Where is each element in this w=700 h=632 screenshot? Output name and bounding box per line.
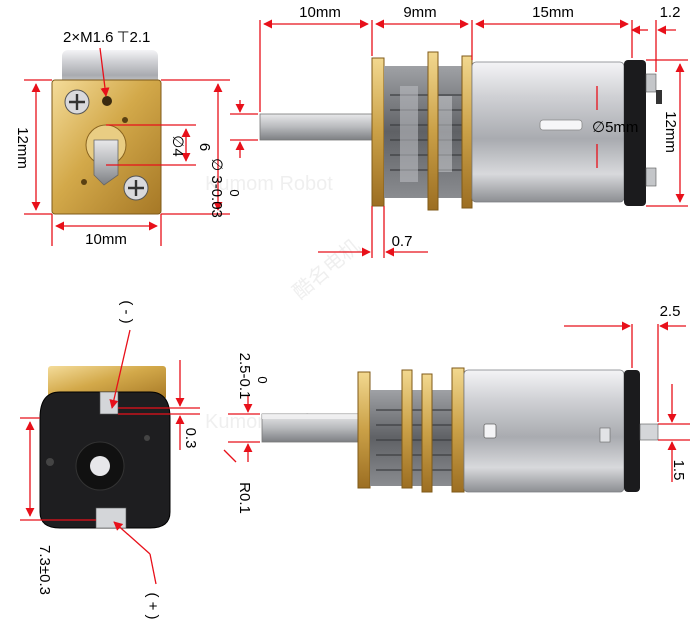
motor-length-label: 15mm: [532, 4, 574, 21]
flat-label: 2.5-0.1: [236, 353, 253, 400]
middle-plate: [427, 51, 439, 211]
boss-diameter-label: ∅4: [169, 135, 186, 156]
end-height-label-bottom: 7.3±0.3: [36, 545, 53, 595]
can-slot: [539, 119, 583, 131]
screw-cross: [69, 94, 85, 110]
terminal-plus: [95, 507, 127, 529]
screw-spec-label: 2×M1.6⊤2.1: [63, 29, 150, 46]
bottom-end-view: ( - ) ( + ) 0.3 7.3±0.3: [20, 300, 200, 620]
top-end-view: 2×M1.6⊤2.1 12mm 10mm ∅4 6: [14, 29, 230, 248]
end-length-label: 1.2: [660, 4, 681, 21]
offset-label: 6: [196, 143, 213, 151]
output-shaft: [259, 113, 373, 141]
radius-label: R0.1: [236, 482, 253, 514]
front-flange: [371, 57, 385, 207]
gear-train-bottom: [370, 390, 460, 486]
shaft-tolerance-label: ∅ 3-0.03: [208, 158, 225, 218]
terminal-bottom: [639, 423, 659, 441]
threaded-hole: [102, 96, 112, 106]
top-side-view: 10mm 9mm 15mm 1.2 12mm ∅5mm 0 ∅ 3-0.03: [208, 4, 688, 258]
terminal: [645, 167, 657, 187]
shaft-length-label: 10mm: [299, 4, 341, 21]
flange-thickness-label: 0.7: [392, 233, 413, 250]
end-width-label: 10mm: [85, 231, 127, 248]
shaft-tol-upper: 0: [227, 189, 242, 196]
front-flange-bottom: [357, 371, 371, 489]
gearbox-length-label: 9mm: [403, 4, 436, 21]
gear-train: [384, 66, 468, 198]
bearing-center: [90, 456, 110, 476]
watermark-text-top: Kumom Robot: [205, 173, 333, 195]
motor-diameter-label: ∅5mm: [592, 119, 638, 136]
watermark: Kumom Robot Kumom Robot 酷名电机: [205, 173, 364, 433]
end-cap-bottom: [624, 370, 640, 492]
terminal-length-label: 2.5: [660, 303, 681, 320]
plus-terminal-label: ( + ): [144, 592, 161, 619]
shaft-end: [93, 139, 119, 186]
end-height-label: 12mm: [14, 127, 31, 169]
flat-tol-upper: 0: [255, 376, 270, 383]
rear-plate: [461, 55, 473, 209]
motor-height-label: 12mm: [662, 111, 679, 153]
bottom-side-view: 0 2.5-0.1 R0.1 2.5 1.5: [223, 303, 690, 514]
watermark-cjk: 酷名电机: [288, 235, 364, 304]
gap-label: 0.3: [182, 428, 199, 449]
minus-terminal-label: ( - ): [118, 300, 135, 323]
terminal-height-label: 1.5: [670, 460, 687, 481]
terminal: [645, 73, 657, 93]
end-cap: [624, 60, 646, 206]
